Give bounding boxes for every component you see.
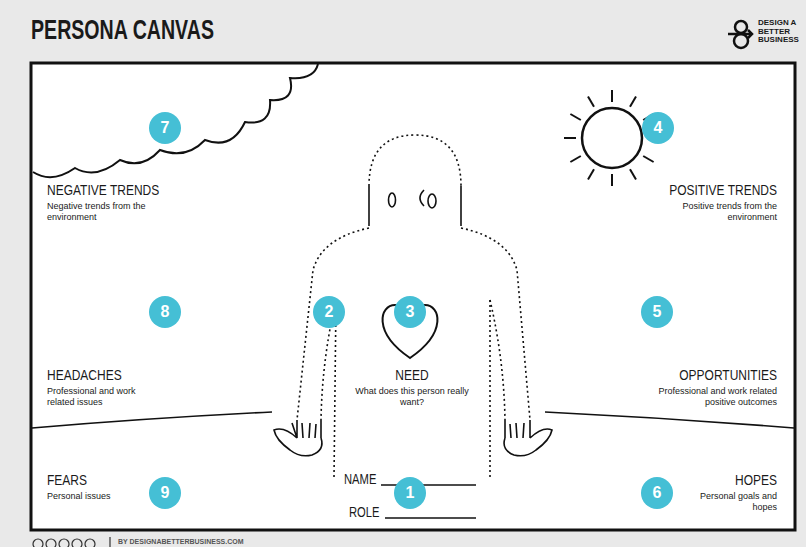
callout-circle: 9 — [149, 477, 181, 509]
section-heading: NEED — [332, 366, 492, 383]
callout-number: 8 — [161, 304, 170, 320]
field-label: ROLE — [349, 504, 397, 521]
callout-circle: 8 — [149, 296, 181, 328]
canvas-frame — [31, 63, 795, 530]
callout-circle: 3 — [394, 296, 426, 328]
section-heading: NEGATIVE TRENDS — [47, 181, 207, 198]
callout-circle: 1 — [394, 477, 426, 509]
callout-circle: 6 — [641, 477, 673, 509]
section-heading: FEARS — [47, 471, 207, 488]
license-icons — [33, 537, 110, 547]
callout-number: 2 — [325, 304, 334, 320]
callout-number: 6 — [653, 485, 662, 501]
section-description: What does this person really want? — [352, 386, 472, 408]
callout-number: 4 — [654, 120, 663, 136]
callout-number: 7 — [161, 120, 170, 136]
ground-line — [32, 412, 794, 428]
section-description: Professional and work related positive o… — [634, 386, 777, 408]
section-description: Positive trends from the environment — [652, 201, 777, 223]
section-heading: POSITIVE TRENDS — [617, 181, 777, 198]
callout-circle: 5 — [641, 296, 673, 328]
callout-circle: 7 — [149, 112, 181, 144]
callout-number: 1 — [406, 485, 415, 501]
canvas-title: PERSONA CANVAS — [31, 15, 214, 45]
callout-circle: 2 — [313, 296, 345, 328]
callout-circle: 4 — [642, 112, 674, 144]
callout-number: 9 — [161, 485, 170, 501]
callout-number: 5 — [653, 304, 662, 320]
field-label: NAME — [344, 471, 392, 488]
section-description: Negative trends from the environment — [47, 201, 169, 223]
person-figure — [274, 135, 552, 478]
section-description: Professional and work related issues — [47, 386, 155, 408]
section-heading: HOPES — [617, 471, 777, 488]
footer-credit: BY DESIGNABETTERBUSINESS.COM — [118, 538, 318, 546]
section-heading: OPPORTUNITIES — [617, 366, 777, 383]
section-heading: HEADACHES — [47, 366, 207, 383]
cloud — [33, 64, 318, 177]
logo-symbol — [728, 21, 752, 48]
callout-number: 3 — [406, 304, 415, 320]
section-description: Personal goals and hopes — [689, 491, 777, 513]
brand-name: DESIGN A BETTER BUSINESS — [758, 19, 806, 45]
